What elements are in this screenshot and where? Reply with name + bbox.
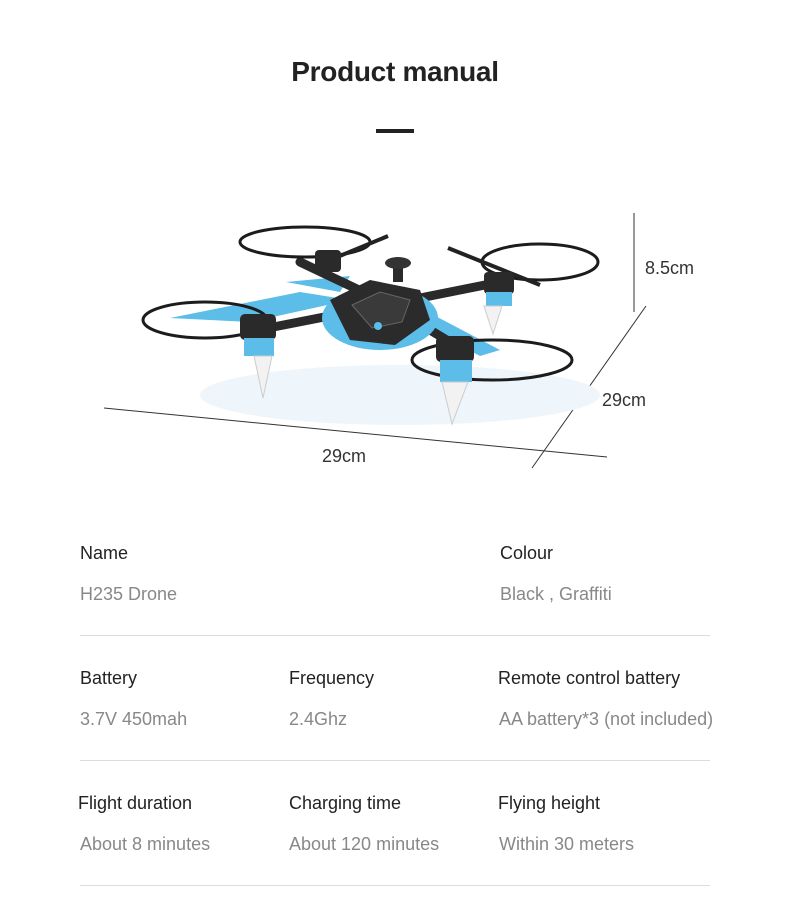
remote-battery-value: AA battery*3 (not included) [499,709,714,729]
flight-duration-label: Flight duration [78,793,193,813]
remote-battery-label: Remote control battery [498,668,681,688]
width-dimension-label: 29cm [322,446,367,466]
landing-legs [253,305,503,426]
frequency-label: Frequency [289,668,375,688]
height-dimension-label: 8.5cm [645,258,695,278]
colour-value: Black , Graffiti [500,584,612,604]
name-label: Name [80,543,129,563]
battery-value: 3.7V 450mah [80,709,188,729]
divider [80,885,710,886]
title-underline [376,129,414,133]
motors [240,250,514,382]
charging-time-label: Charging time [289,793,402,813]
page-title: Product manual [291,56,499,87]
battery-label: Battery [80,668,138,688]
drone-image [103,213,647,469]
depth-dimension-label: 29cm [602,390,647,410]
divider [80,635,710,636]
flying-height-value: Within 30 meters [499,834,635,854]
flying-height-label: Flying height [498,793,601,813]
colour-label: Colour [500,543,554,563]
name-value: H235 Drone [80,584,178,604]
frequency-value: 2.4Ghz [289,709,348,729]
flight-duration-value: About 8 minutes [80,834,211,854]
charging-time-value: About 120 minutes [289,834,440,854]
drone-body [322,257,438,350]
divider [80,760,710,761]
